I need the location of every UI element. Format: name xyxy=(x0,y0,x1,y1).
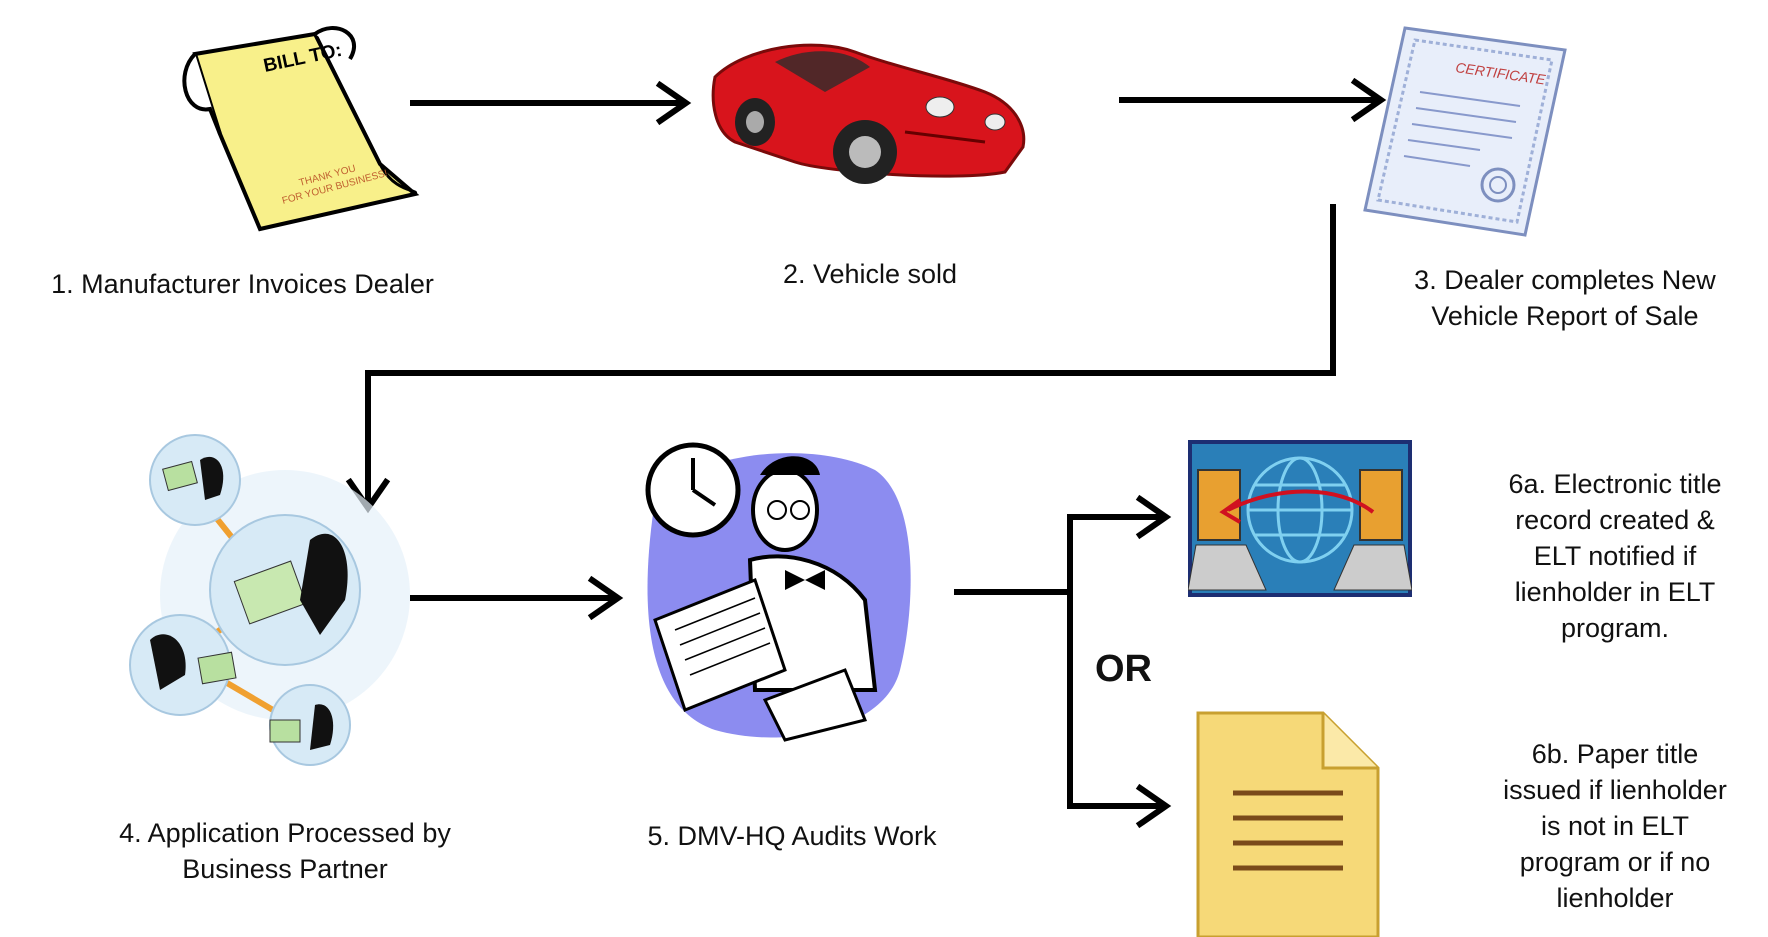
arrow-to-6a-head xyxy=(1135,494,1172,540)
step-6a-line-1: 6a. Electronic title xyxy=(1508,469,1722,499)
arrow-1-to-2-head xyxy=(655,80,692,126)
step-2-label: 2. Vehicle sold xyxy=(782,259,958,289)
step-4-line-1: 4. Application Processed by xyxy=(119,818,451,848)
arrow-2-to-3-head xyxy=(1350,77,1387,123)
step-6b-line-4: program or if no xyxy=(1519,847,1711,877)
step-6b-line-2: issued if lienholder xyxy=(1503,775,1727,805)
auditor-clerk-icon xyxy=(645,442,911,742)
step-4-line-2: Business Partner xyxy=(182,854,388,884)
step-6b-line-5: lienholder xyxy=(1556,883,1674,913)
business-network-icon xyxy=(129,434,410,766)
step-6b-line-3: is not in ELT xyxy=(1540,811,1690,841)
paper-document-icon xyxy=(1196,711,1380,937)
connector-3-to-4 xyxy=(365,204,1336,508)
invoice-icon: BILL TO: THANK YOU FOR YOUR BUSINESS! xyxy=(182,26,420,232)
step-3-label: 3. Dealer completes New Vehicle Report o… xyxy=(1370,262,1760,334)
step-1-label: 1. Manufacturer Invoices Dealer xyxy=(51,269,434,299)
step-4-label: 4. Application Processed by Business Par… xyxy=(60,815,510,887)
arrow-4-to-5-head xyxy=(587,575,624,621)
step-3-line-2: Vehicle Report of Sale xyxy=(1431,301,1699,331)
arrow-to-6b-head xyxy=(1135,783,1172,829)
step-6a-label: 6a. Electronic title record created & EL… xyxy=(1470,466,1760,646)
step-3-line-1: 3. Dealer completes New xyxy=(1414,265,1716,295)
step-6a-line-2: record created & xyxy=(1515,505,1715,535)
or-label: OR xyxy=(1095,648,1152,690)
electronic-transfer-icon xyxy=(1188,440,1412,597)
red-car-icon xyxy=(711,43,1026,184)
step-6a-line-3: ELT notified if xyxy=(1533,541,1697,571)
step-6a-line-4: lienholder in ELT xyxy=(1514,577,1716,607)
step-6b-line-1: 6b. Paper title xyxy=(1531,739,1699,769)
step-5-label: 5. DMV-HQ Audits Work xyxy=(647,821,937,851)
certificate-icon: CERTIFICATE xyxy=(1363,26,1567,237)
step-6a-line-5: program. xyxy=(1560,613,1670,643)
step-6b-label: 6b. Paper title issued if lienholder is … xyxy=(1470,736,1760,916)
